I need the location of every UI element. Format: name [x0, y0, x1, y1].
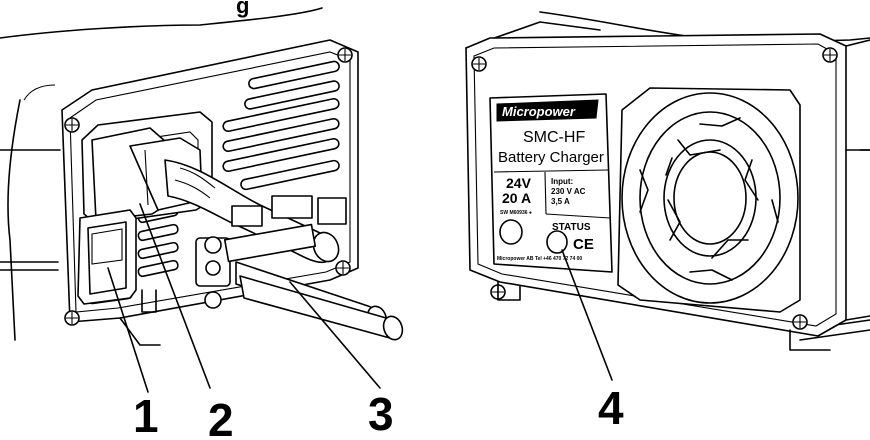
screw-icon: [471, 47, 838, 330]
right-unit-front-view: Micropower SMC-HF Battery Charger 24V 20…: [465, 11, 870, 351]
fan-grille: [617, 87, 801, 313]
callout-4: 4: [598, 382, 624, 434]
left-housing-outline: [0, 7, 323, 39]
brand-banner: [496, 99, 599, 122]
indicator-lamp-left: [499, 219, 523, 245]
callout-3: 3: [368, 388, 394, 440]
dc-output-cables: [235, 261, 404, 341]
status-lamp: [546, 230, 568, 254]
brand-logo-text: Micropower: [502, 104, 576, 119]
left-housing-lower: [7, 99, 21, 341]
model-text: SMC-HF: [523, 129, 585, 146]
leader-lines: [107, 203, 613, 393]
left-unit-back-view: [0, 7, 404, 346]
callout-2: 2: [208, 394, 234, 440]
input-voltage: 230 V AC: [551, 187, 586, 196]
nameplate: Micropower SMC-HF Battery Charger 24V 20…: [489, 93, 613, 273]
manufacturer-footer: Micropower AB Tel +46 470 72 74 00: [497, 256, 582, 262]
status-label: STATUS: [552, 222, 591, 233]
small-marking: SW M60936 ●: [500, 210, 532, 216]
product-title: Battery Charger: [498, 149, 604, 166]
ce-mark: CE: [573, 236, 594, 253]
mains-switch: [77, 209, 137, 305]
input-current: 3,5 A: [551, 197, 570, 206]
output-voltage: 24V: [506, 175, 532, 191]
cable-clamp: [195, 195, 347, 309]
callout-1: 1: [133, 390, 159, 440]
screw-icon: [64, 47, 353, 326]
input-label: Input:: [551, 177, 573, 186]
heading-fragment: g: [236, 0, 249, 18]
output-current: 20 A: [502, 190, 531, 206]
